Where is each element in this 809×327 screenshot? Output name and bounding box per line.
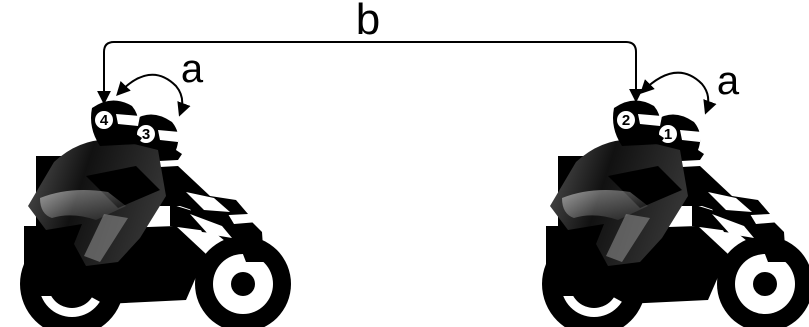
label-b: b xyxy=(356,0,380,44)
rider-number-2: 2 xyxy=(622,112,630,129)
arrow-a-left xyxy=(116,73,191,117)
rider-number-1: 1 xyxy=(664,126,672,143)
arrow-b xyxy=(97,41,643,105)
label-a-right: a xyxy=(717,59,740,103)
rider-number-4: 4 xyxy=(100,112,109,129)
arrow-a-right xyxy=(640,71,717,115)
right-motorcycle xyxy=(542,100,809,327)
left-motorcycle xyxy=(20,100,291,327)
label-a-left: a xyxy=(181,47,204,91)
rider-number-3: 3 xyxy=(142,126,150,143)
